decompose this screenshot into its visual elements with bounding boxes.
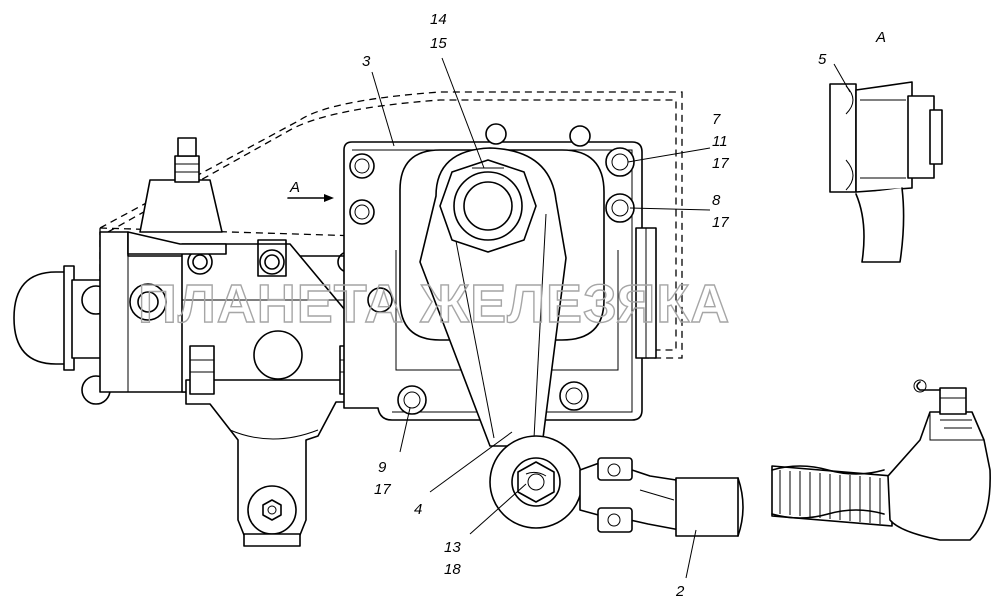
watermark-text: ПЛАНЕТА ЖЕЛЕЗЯКА xyxy=(138,274,730,334)
callout-13: 13 xyxy=(444,539,461,556)
housing-bolts xyxy=(349,123,635,415)
callout-9: 9 xyxy=(378,459,387,476)
valve-housing xyxy=(13,137,371,405)
callout-17-b: 17 xyxy=(712,214,729,231)
pitman-arm xyxy=(419,147,583,529)
callout-5: 5 xyxy=(818,51,827,68)
callout-18: 18 xyxy=(444,561,461,578)
callout-8: 8 xyxy=(712,192,721,209)
callout-labels: 14 15 3 A 7 11 17 8 17 9 17 4 13 18 2 5 … xyxy=(289,11,886,600)
leader-lines xyxy=(371,57,851,579)
bracket-outline-dashed xyxy=(99,91,683,359)
callout-15: 15 xyxy=(430,35,447,52)
view-a-title: A xyxy=(875,29,886,46)
view-a-arrow-label: A xyxy=(289,179,300,196)
callout-11: 11 xyxy=(712,133,728,150)
tie-rod-end xyxy=(771,379,991,541)
view-a-detail xyxy=(829,81,943,263)
callout-3: 3 xyxy=(362,53,371,70)
callout-4: 4 xyxy=(414,501,422,518)
callout-14: 14 xyxy=(430,11,447,28)
callout-17-c: 17 xyxy=(374,481,391,498)
view-a-arrow xyxy=(287,194,334,202)
drag-link xyxy=(579,457,744,537)
callout-17-a: 17 xyxy=(712,155,729,172)
callout-2: 2 xyxy=(675,583,685,600)
callout-7: 7 xyxy=(712,111,721,128)
